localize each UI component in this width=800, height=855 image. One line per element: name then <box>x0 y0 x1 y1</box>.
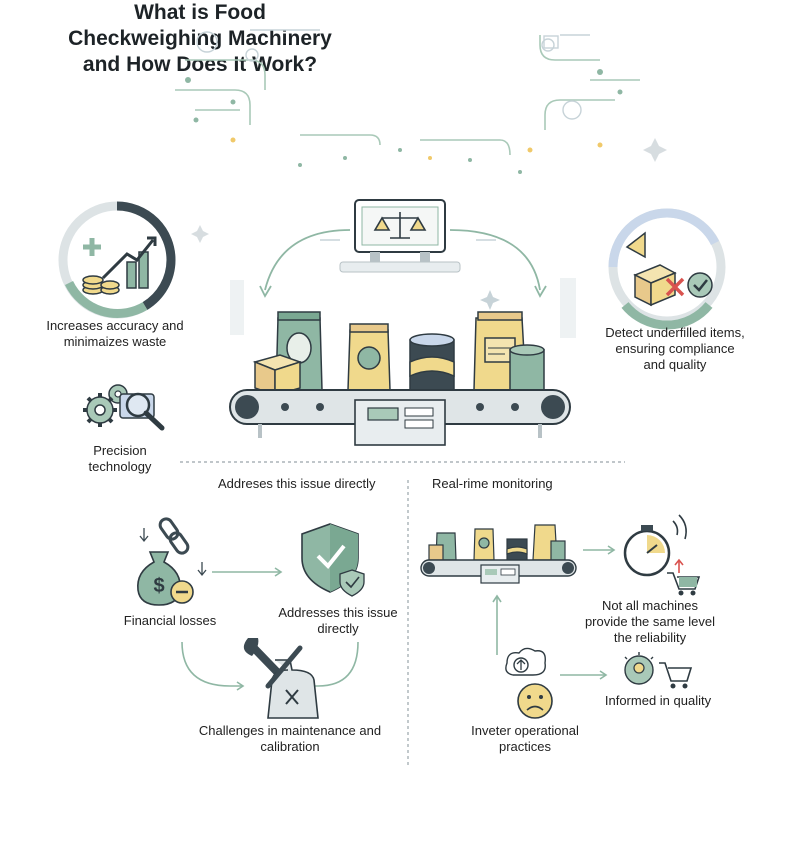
svg-text:$: $ <box>153 575 164 597</box>
challenges-label: Challenges in maintenance and calibratio… <box>190 723 390 755</box>
not-all-machines-label: Not all machines provide the same level … <box>565 598 735 646</box>
financial-losses-label: Financial losses <box>123 613 217 628</box>
detect-underfill-icon <box>608 208 726 330</box>
benefit-line-2: minimaizes waste <box>63 334 167 349</box>
not-all-line-3: the reliability <box>613 630 687 645</box>
detect-line-2: ensuring compliance <box>615 341 735 356</box>
inveter-line-2: practices <box>498 739 552 754</box>
scale-icon <box>373 212 427 239</box>
title-line-2: Checkweighing Machinery <box>68 27 332 50</box>
benefit-line-1: Increases accuracy and <box>46 318 184 333</box>
detect-line-3: and quality <box>643 357 707 372</box>
page-title: What is Food Checkweighing Machinery and… <box>0 0 400 78</box>
precision-line-2: technology <box>88 459 152 474</box>
title-line-3: and How Does It Work? <box>82 53 318 76</box>
challenges-line-2: calibration <box>260 739 320 754</box>
challenges-line-1: Challenges in maintenance and <box>198 723 382 738</box>
financial-flow-diagram: $ <box>137 517 365 719</box>
precision-line-1: Precision <box>93 443 147 458</box>
inveter-line-1: Inveter operational <box>471 723 579 738</box>
circuit-decoration-icon <box>175 29 667 243</box>
title-line-1: What is Food <box>134 1 266 24</box>
addresses-line-1: Addresses this issue <box>278 605 398 620</box>
inveter-practices-label: Inveter operational practices <box>445 723 605 755</box>
benefit-label: Increases accuracy and minimaizes waste <box>25 318 205 350</box>
checkweigher-machine-illustration <box>229 199 576 446</box>
detect-label: Detect underfilled items, ensuring compl… <box>575 325 775 373</box>
precision-label: Precision technology <box>60 443 180 475</box>
addresses-line-2: directly <box>317 621 359 636</box>
section-divider <box>180 461 625 765</box>
not-all-line-2: provide the same level <box>584 614 716 629</box>
monitoring-flow-diagram <box>420 514 701 719</box>
addresses-issue-label: Addresses this issue directly <box>268 605 408 637</box>
gear-magnifier-icon <box>83 384 165 431</box>
informed-quality-label: Informed in quality <box>604 693 712 708</box>
not-all-line-1: Not all machines <box>601 598 699 613</box>
accuracy-chart-icon <box>58 201 176 319</box>
detect-line-1: Detect underfilled items, <box>605 325 745 340</box>
left-section-heading: Addreses this issue directly <box>218 476 376 491</box>
right-section-heading: Real-rime monitoring <box>432 476 553 491</box>
